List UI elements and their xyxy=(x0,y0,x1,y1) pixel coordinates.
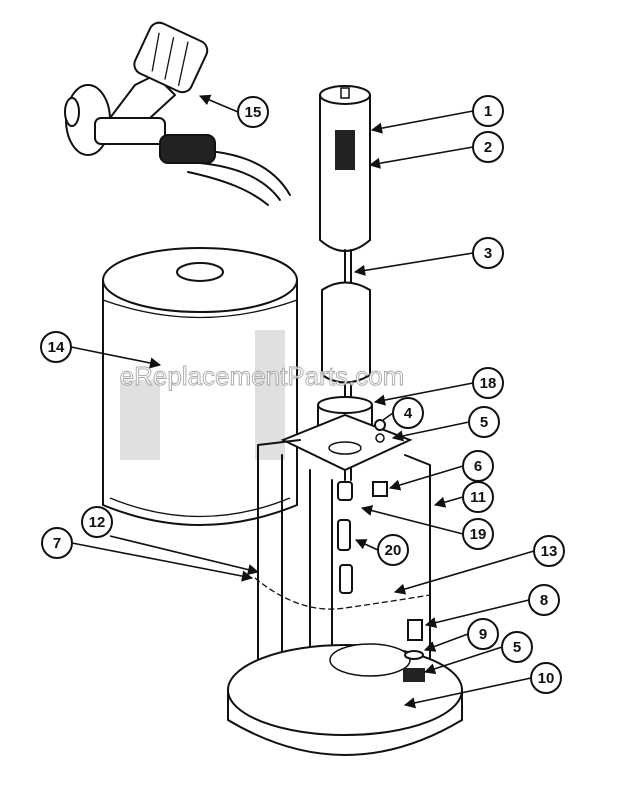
svg-text:18: 18 xyxy=(480,375,497,392)
base-center-hole xyxy=(329,643,411,677)
hose-crimp xyxy=(159,134,216,164)
svg-text:7: 7 xyxy=(53,535,61,552)
hose-fitting xyxy=(94,117,166,145)
callout-11: 11 xyxy=(462,481,494,513)
callout-3: 3 xyxy=(472,237,504,269)
callout-10: 10 xyxy=(530,662,562,694)
collar xyxy=(317,396,373,414)
callout-20: 20 xyxy=(377,534,409,566)
svg-text:9: 9 xyxy=(479,626,487,643)
pol-handwheel xyxy=(133,21,209,94)
svg-text:3: 3 xyxy=(484,245,492,262)
svg-text:4: 4 xyxy=(404,405,413,422)
svg-text:19: 19 xyxy=(470,526,487,543)
callout-13: 13 xyxy=(533,535,565,567)
svg-text:15: 15 xyxy=(245,104,262,121)
inlet-fitting xyxy=(339,564,353,594)
callout-7: 7 xyxy=(41,527,73,559)
svg-text:1: 1 xyxy=(484,103,492,120)
set-screw xyxy=(372,481,388,497)
svg-text:11: 11 xyxy=(470,489,486,506)
burner-tube xyxy=(319,95,371,252)
svg-text:6: 6 xyxy=(474,458,482,475)
frame-arm xyxy=(257,439,301,446)
base-clip xyxy=(403,668,425,682)
svg-text:12: 12 xyxy=(89,514,106,531)
frame-leg-right xyxy=(404,454,431,691)
bolt xyxy=(407,619,423,641)
svg-text:10: 10 xyxy=(538,670,555,687)
callout-4: 4 xyxy=(392,397,424,429)
svg-text:5: 5 xyxy=(513,639,521,656)
svg-text:2: 2 xyxy=(484,139,492,156)
callout-14: 14 xyxy=(40,331,72,363)
svg-text:8: 8 xyxy=(540,592,548,609)
svg-text:20: 20 xyxy=(385,542,402,559)
washer xyxy=(375,433,385,443)
callout-5a: 5 xyxy=(468,406,500,438)
orifice xyxy=(337,481,353,501)
canister-top-hole xyxy=(176,262,224,282)
burner-sleeve xyxy=(321,281,371,384)
callout-6: 6 xyxy=(462,450,494,482)
hose-line-2 xyxy=(189,161,281,201)
callout-1: 1 xyxy=(472,95,504,127)
nut xyxy=(374,419,386,431)
callout-9: 9 xyxy=(467,618,499,650)
leader-lines xyxy=(70,94,535,709)
watermark: eReplacementParts.com xyxy=(120,361,405,391)
burner-tip xyxy=(340,87,350,99)
callout-2: 2 xyxy=(472,131,504,163)
callout-15: 15 xyxy=(237,96,269,128)
valve-parts xyxy=(337,481,388,594)
regulator-hose-assembly xyxy=(64,21,291,206)
hose-line-3 xyxy=(187,171,269,206)
svg-text:5: 5 xyxy=(480,414,488,431)
canister-bottom-band xyxy=(109,497,291,518)
callout-5b: 5 xyxy=(501,631,533,663)
handwheel-ribs xyxy=(151,32,189,87)
canister-perforations xyxy=(120,330,285,460)
burner-label xyxy=(335,130,355,170)
callout-12: 12 xyxy=(81,506,113,538)
valve-fitting xyxy=(337,519,351,551)
canister-rim xyxy=(102,299,298,319)
chain xyxy=(254,577,431,610)
regulator-cap xyxy=(64,97,80,127)
svg-text:14: 14 xyxy=(48,339,65,356)
base xyxy=(227,619,463,756)
callout-18: 18 xyxy=(472,367,504,399)
collar-and-plate xyxy=(280,396,413,472)
base-washer xyxy=(404,650,424,660)
callout-8: 8 xyxy=(528,584,560,616)
svg-text:13: 13 xyxy=(541,543,558,560)
callout-19: 19 xyxy=(462,518,494,550)
